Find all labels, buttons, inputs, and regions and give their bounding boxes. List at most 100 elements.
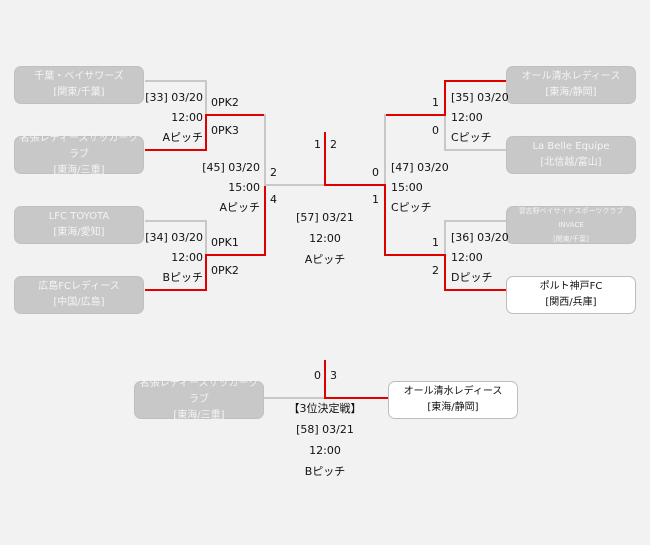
- match-35-score-top: 1: [432, 96, 439, 109]
- match-45-score-bottom: 4: [270, 193, 277, 206]
- final-pitch: Aピッチ: [304, 253, 346, 266]
- final-number-date: [57] 03/21: [296, 211, 354, 224]
- match-33-score-top: 0PK2: [211, 96, 239, 109]
- team-region: [関西/兵庫]: [545, 297, 597, 308]
- third-place-score-right: 3: [330, 369, 337, 382]
- bracket-line-winner: [444, 289, 506, 291]
- bracket-line: [444, 149, 506, 151]
- team-name: 広島FCレディース: [38, 281, 120, 292]
- team-box-all-shimizu-ladies: オール清水レディース [東海/静岡]: [506, 66, 636, 104]
- bracket-line-winner: [384, 114, 446, 116]
- team-box-chiba-baysowers: 千葉・ベイサワーズ [関東/千葉]: [14, 66, 144, 104]
- bracket-line-winner: [324, 184, 386, 186]
- bracket-line: [444, 114, 446, 151]
- match-33-pitch: Aピッチ: [162, 131, 203, 144]
- third-place-score-left: 0: [314, 369, 321, 382]
- match-45-time: 15:00: [228, 181, 260, 194]
- bracket-line: [444, 220, 506, 222]
- bracket-line-winner: [384, 185, 386, 256]
- match-36-number-date: [36] 03/20: [451, 231, 509, 244]
- match-45-pitch: Aピッチ: [219, 201, 260, 214]
- bracket-line-winner: [444, 80, 446, 115]
- team-box-third-place-nabari: 名張レディースサッカークラブ [東海/三重]: [134, 378, 264, 421]
- team-name: LFC TOYOTA: [48, 211, 110, 222]
- third-place-time: 12:00: [309, 444, 341, 457]
- team-name: ポルト神戸FC: [539, 281, 603, 292]
- bracket-line-winner: [205, 254, 266, 256]
- bracket-line-winner: [384, 254, 446, 256]
- match-33-time: 12:00: [171, 111, 203, 124]
- team-box-porto-kobe-fc: ポルト神戸FC [関西/兵庫]: [506, 276, 636, 314]
- match-36-time: 12:00: [451, 251, 483, 264]
- bracket-line-winner: [145, 289, 207, 291]
- bracket-line-winner: [205, 114, 266, 116]
- bracket-line: [264, 184, 326, 186]
- team-box-third-place-shimizu: オール清水レディース [東海/静岡]: [388, 381, 518, 419]
- bracket-line: [384, 114, 386, 186]
- team-name: オール清水レディース: [521, 71, 621, 82]
- team-region: [関東/千葉]: [553, 235, 589, 243]
- bracket-line-winner: [205, 114, 207, 151]
- match-34-pitch: Bピッチ: [162, 271, 203, 284]
- team-name: 千葉・ベイサワーズ: [34, 71, 124, 82]
- team-box-nabari-ladies: 名張レディースサッカークラブ [東海/三重]: [14, 133, 144, 176]
- team-region: [関東/千葉]: [53, 87, 105, 98]
- bracket-line: [264, 114, 266, 186]
- match-33-score-bottom: 0PK3: [211, 124, 239, 137]
- match-36-score-top: 1: [432, 236, 439, 249]
- match-47-pitch: Cピッチ: [391, 201, 432, 214]
- final-score-left: 1: [314, 138, 321, 151]
- match-47-score-bottom: 1: [372, 193, 379, 206]
- bracket-line-winner: [324, 397, 388, 399]
- team-box-narashino-invace: 習志野ベイサイドスポーツクラブINVACE [関東/千葉]: [506, 206, 636, 244]
- team-box-la-belle-equipe: La Belle Equipe [北信越/富山]: [506, 136, 636, 174]
- team-name: オール清水レディース: [403, 386, 503, 397]
- team-box-hiroshima-fc-ladies: 広島FCレディース [中国/広島]: [14, 276, 144, 314]
- team-region: [東海/三重]: [173, 410, 225, 421]
- bracket-line-winner: [145, 149, 207, 151]
- match-35-number-date: [35] 03/20: [451, 91, 509, 104]
- team-region: [北信越/富山]: [540, 157, 602, 168]
- match-47-score-top: 0: [372, 166, 379, 179]
- match-34-number-date: [34] 03/20: [145, 231, 203, 244]
- team-name: 名張レディースサッカークラブ: [19, 133, 139, 160]
- team-name: 名張レディースサッカークラブ: [139, 378, 259, 405]
- third-place-title: 【3位決定戦】: [288, 402, 362, 415]
- match-34-time: 12:00: [171, 251, 203, 264]
- bracket-line-winner: [205, 254, 207, 291]
- third-place-number-date: [58] 03/21: [296, 423, 354, 436]
- match-47-time: 15:00: [391, 181, 423, 194]
- champion-line: [324, 132, 326, 186]
- match-34-score-bottom: 0PK2: [211, 264, 239, 277]
- final-score-right: 2: [330, 138, 337, 151]
- match-34-score-top: 0PK1: [211, 236, 239, 249]
- bracket-line-winner: [444, 254, 446, 291]
- bracket-line: [145, 80, 207, 82]
- team-region: [東海/三重]: [53, 165, 105, 176]
- team-region: [中国/広島]: [53, 297, 105, 308]
- match-33-number-date: [33] 03/20: [145, 91, 203, 104]
- match-36-score-bottom: 2: [432, 264, 439, 277]
- match-45-number-date: [45] 03/20: [202, 161, 260, 174]
- bracket-line: [145, 220, 207, 222]
- match-47-number-date: [47] 03/20: [391, 161, 449, 174]
- final-time: 12:00: [309, 232, 341, 245]
- third-place-winner-line: [324, 360, 326, 399]
- bracket-line: [205, 80, 207, 115]
- match-35-pitch: Cピッチ: [451, 131, 492, 144]
- team-region: [東海/静岡]: [427, 402, 479, 413]
- team-name: La Belle Equipe: [532, 141, 610, 152]
- bracket-line: [205, 220, 207, 255]
- team-region: [東海/静岡]: [545, 87, 597, 98]
- match-35-time: 12:00: [451, 111, 483, 124]
- bracket-line-winner: [264, 185, 266, 256]
- team-name: 習志野ベイサイドスポーツクラブINVACE: [518, 207, 624, 229]
- team-region: [東海/愛知]: [53, 227, 105, 238]
- match-36-pitch: Dピッチ: [451, 271, 493, 284]
- bracket-line: [444, 220, 446, 255]
- bracket-line-winner: [444, 80, 506, 82]
- match-45-score-top: 2: [270, 166, 277, 179]
- bracket-line: [264, 397, 326, 399]
- third-place-pitch: Bピッチ: [304, 465, 346, 478]
- team-box-lfc-toyota: LFC TOYOTA [東海/愛知]: [14, 206, 144, 244]
